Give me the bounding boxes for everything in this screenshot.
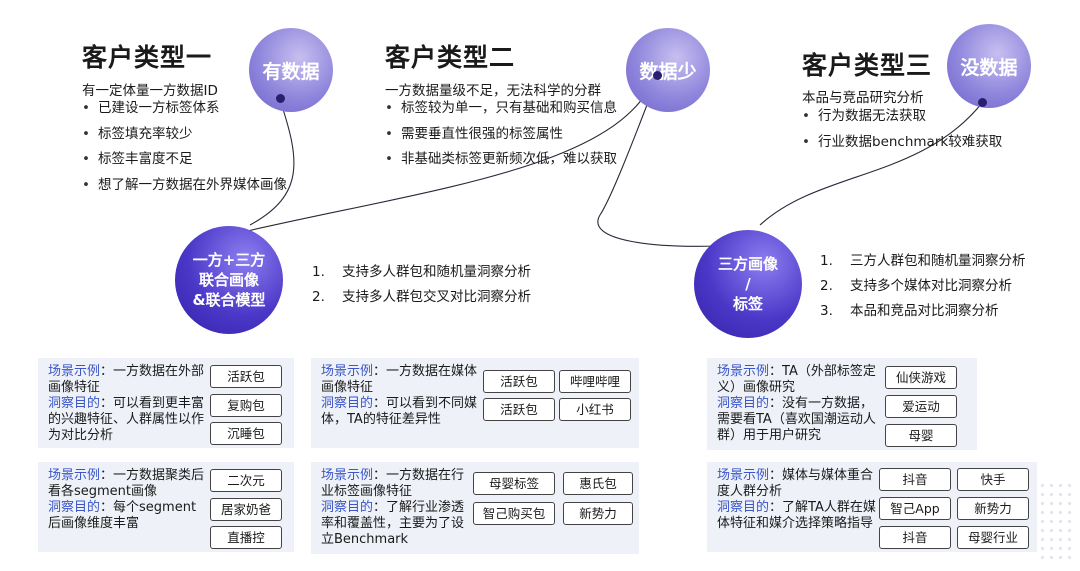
type2-dot bbox=[653, 71, 662, 80]
tag: 居家奶爸 bbox=[210, 498, 282, 521]
solution2-item: 2.支持多个媒体对比洞察分析 bbox=[820, 278, 1012, 294]
insight-text: ：每个segment后画像维度丰富 bbox=[48, 500, 197, 531]
tag: 母婴标签 bbox=[473, 472, 555, 495]
tag: 复购包 bbox=[210, 394, 282, 417]
tag: 爱运动 bbox=[885, 395, 957, 418]
tag: 二次元 bbox=[210, 469, 282, 492]
tag: 母婴 bbox=[885, 424, 957, 447]
solution1-list: 1.支持多人群包和随机量洞察分析 2.支持多人群包交叉对比洞察分析 bbox=[312, 260, 531, 310]
scene-label: 场景示例 bbox=[321, 364, 374, 379]
tag: 活跃包 bbox=[483, 370, 555, 393]
insight-label: 洞察目的 bbox=[717, 500, 770, 515]
scenario-card: 场景示例：一方数据聚类后看各segment画像 洞察目的：每个segment后画… bbox=[38, 462, 294, 552]
type2-title: 客户类型二 bbox=[385, 43, 516, 72]
type1-bullet: 标签丰富度不足 bbox=[82, 147, 287, 173]
type3-dot bbox=[978, 98, 987, 107]
type2-subtitle: 一方数据量级不足，无法科学的分群 bbox=[385, 83, 601, 99]
scenario-card: 场景示例：TA（外部标签定义）画像研究 洞察目的：没有一方数据，需要看TA（喜欢… bbox=[707, 358, 977, 450]
insight-text: ：了解TA人群在媒体特征和媒介选择策略指导 bbox=[717, 500, 876, 531]
card-text: 场景示例：TA（外部标签定义）画像研究 洞察目的：没有一方数据，需要看TA（喜欢… bbox=[717, 364, 879, 444]
type3-subtitle: 本品与竞品研究分析 bbox=[802, 90, 924, 106]
solution2-bubble-line: 标签 bbox=[732, 295, 763, 313]
solution1-bubble-line: 一方+三方 bbox=[192, 251, 266, 269]
type2-bullet: 需要垂直性很强的标签属性 bbox=[385, 122, 617, 148]
scene-label: 场景示例 bbox=[321, 468, 374, 483]
type1-title: 客户类型一 bbox=[82, 43, 213, 72]
insight-label: 洞察目的 bbox=[48, 500, 101, 515]
solution1-item: 1.支持多人群包和随机量洞察分析 bbox=[312, 264, 531, 280]
card-text: 场景示例：一方数据在外部画像特征 洞察目的：可以看到更丰富的兴趣特征、人群属性以… bbox=[48, 364, 206, 444]
solution2-bubble: 三方画像 / 标签 bbox=[694, 230, 802, 338]
tag: 母婴行业 bbox=[957, 526, 1029, 549]
type1-subtitle: 有一定体量一方数据ID bbox=[82, 83, 218, 99]
insight-label: 洞察目的 bbox=[717, 396, 770, 411]
solution2-item: 3.本品和竞品对比洞察分析 bbox=[820, 303, 999, 319]
insight-label: 洞察目的 bbox=[321, 396, 374, 411]
decorative-dot-grid bbox=[1038, 481, 1074, 561]
solution2-bubble-line: / bbox=[745, 275, 751, 293]
solution1-bubble: 一方+三方 联合画像 &联合模型 bbox=[175, 226, 283, 334]
solution1-item: 2.支持多人群包交叉对比洞察分析 bbox=[312, 289, 531, 305]
scenario-card: 场景示例：媒体与媒体重合度人群分析 洞察目的：了解TA人群在媒体特征和媒介选择策… bbox=[707, 462, 1037, 552]
insight-text: ：没有一方数据，需要看TA（喜欢国潮运动人群）用于用户研究 bbox=[717, 396, 876, 443]
type3-bullets: 行为数据无法获取 行业数据benchmark较难获取 bbox=[802, 104, 1002, 155]
tag: 沉睡包 bbox=[210, 422, 282, 445]
scene-label: 场景示例 bbox=[48, 468, 101, 483]
tag: 活跃包 bbox=[210, 365, 282, 388]
type1-bullet: 已建设一方标签体系 bbox=[82, 96, 287, 122]
type1-bullet: 想了解一方数据在外界媒体画像 bbox=[82, 173, 287, 199]
type3-bullet: 行为数据无法获取 bbox=[802, 104, 1002, 130]
tag: 直播控 bbox=[210, 526, 282, 549]
type2-bullets: 标签较为单一，只有基础和购买信息 需要垂直性很强的标签属性 非基础类标签更新频次… bbox=[385, 96, 617, 173]
type3-bubble: 没数据 bbox=[947, 24, 1031, 108]
solution1-bubble-line: 联合画像 bbox=[198, 271, 259, 289]
tag: 智己App bbox=[879, 497, 951, 520]
connector-type2-to-third bbox=[597, 75, 741, 247]
scene-text: ：一方数据在行业标签画像特征 bbox=[321, 468, 465, 499]
scene-text: ：一方数据在外部画像特征 bbox=[48, 364, 205, 395]
solution1-bubble-line: &联合模型 bbox=[192, 291, 266, 309]
type1-bullet: 标签填充率较少 bbox=[82, 122, 287, 148]
type2-bullet: 非基础类标签更新频次低，难以获取 bbox=[385, 147, 617, 173]
type2-bubble: 数据少 bbox=[626, 28, 710, 112]
tag: 新势力 bbox=[563, 502, 633, 525]
solution2-item: 1.三方人群包和随机量洞察分析 bbox=[820, 253, 1026, 269]
tag: 哔哩哔哩 bbox=[559, 370, 631, 393]
type3-title: 客户类型三 bbox=[802, 51, 933, 80]
tag: 仙侠游戏 bbox=[885, 366, 957, 389]
type1-bullets: 已建设一方标签体系 标签填充率较少 标签丰富度不足 想了解一方数据在外界媒体画像 bbox=[82, 96, 287, 198]
insight-text: ：可以看到不同媒体，TA的特征差异性 bbox=[321, 396, 478, 427]
card-text: 场景示例：一方数据在行业标签画像特征 洞察目的：了解行业渗透率和覆盖性，主要为了… bbox=[321, 468, 469, 548]
type3-bullet: 行业数据benchmark较难获取 bbox=[802, 130, 1002, 156]
connector-type2-to-joint bbox=[229, 75, 656, 236]
card-text: 场景示例：一方数据在媒体画像特征 洞察目的：可以看到不同媒体，TA的特征差异性 bbox=[321, 364, 479, 428]
scene-text: ：媒体与媒体重合度人群分析 bbox=[717, 468, 874, 499]
scenario-card: 场景示例：一方数据在外部画像特征 洞察目的：可以看到更丰富的兴趣特征、人群属性以… bbox=[38, 358, 294, 448]
solution2-bubble-line: 三方画像 bbox=[717, 255, 778, 273]
scene-label: 场景示例 bbox=[48, 364, 101, 379]
insight-label: 洞察目的 bbox=[321, 500, 374, 515]
scene-label: 场景示例 bbox=[717, 364, 770, 379]
scene-text: ：一方数据在媒体画像特征 bbox=[321, 364, 478, 395]
tag: 新势力 bbox=[957, 497, 1029, 520]
card-text: 场景示例：媒体与媒体重合度人群分析 洞察目的：了解TA人群在媒体特征和媒介选择策… bbox=[717, 468, 877, 532]
scenario-card: 场景示例：一方数据在行业标签画像特征 洞察目的：了解行业渗透率和覆盖性，主要为了… bbox=[311, 462, 639, 554]
scenario-card: 场景示例：一方数据在媒体画像特征 洞察目的：可以看到不同媒体，TA的特征差异性 … bbox=[311, 358, 639, 448]
tag: 抖音 bbox=[879, 526, 951, 549]
scene-text: ：TA（外部标签定义）画像研究 bbox=[717, 364, 876, 395]
solution2-list: 1.三方人群包和随机量洞察分析 2.支持多个媒体对比洞察分析 3.本品和竞品对比… bbox=[820, 249, 1026, 324]
scene-text: ：一方数据聚类后看各segment画像 bbox=[48, 468, 205, 499]
tag: 小红书 bbox=[559, 398, 631, 421]
tag: 活跃包 bbox=[483, 398, 555, 421]
tag: 智己购买包 bbox=[473, 502, 555, 525]
scene-label: 场景示例 bbox=[717, 468, 770, 483]
card-text: 场景示例：一方数据聚类后看各segment画像 洞察目的：每个segment后画… bbox=[48, 468, 206, 532]
insight-label: 洞察目的 bbox=[48, 396, 101, 411]
type2-bullet: 标签较为单一，只有基础和购买信息 bbox=[385, 96, 617, 122]
tag: 抖音 bbox=[879, 468, 951, 491]
tag: 快手 bbox=[957, 468, 1029, 491]
insight-text: ：可以看到更丰富的兴趣特征、人群属性以作为对比分析 bbox=[48, 396, 205, 443]
insight-text: ：了解行业渗透率和覆盖性，主要为了设立Benchmark bbox=[321, 500, 465, 547]
tag: 惠氏包 bbox=[563, 472, 633, 495]
